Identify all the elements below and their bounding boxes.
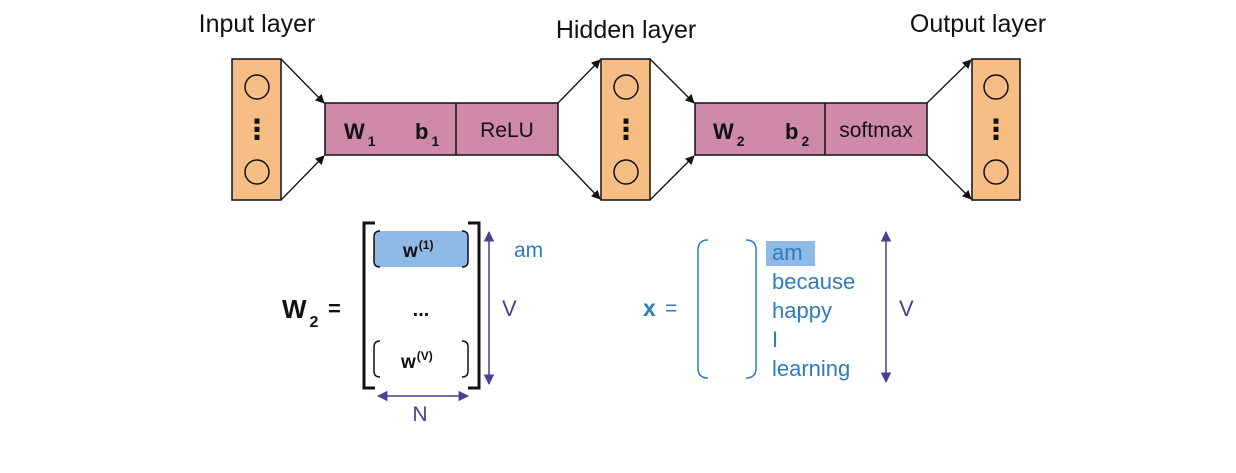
relu-label: ReLU: [480, 119, 534, 142]
input-node-top: [244, 74, 270, 100]
input-layer-label: Input layer: [199, 10, 316, 38]
softmax-label: softmax: [839, 119, 913, 142]
connection-arrows: [280, 58, 972, 201]
w2-matrix-equals: =: [328, 296, 341, 321]
input-node-bottom: [244, 159, 270, 185]
output-node-bottom: [983, 159, 1009, 185]
w2-side-word: am: [514, 239, 543, 262]
x-vector-dim: V: [899, 296, 914, 321]
x-word-item: because: [772, 269, 855, 294]
input-ellipsis: ⋮: [243, 114, 271, 145]
hidden-node-top: [613, 74, 639, 100]
x-vector-equals: =: [665, 297, 677, 320]
hidden-layer-label: Hidden layer: [556, 16, 696, 44]
x-word-item: learning: [772, 356, 850, 381]
w2-row-last: w(V): [400, 349, 433, 373]
hidden-node-bottom: [613, 159, 639, 185]
x-right-bracket: [745, 239, 757, 379]
output-layer-label: Output layer: [910, 10, 1046, 38]
hidden-layer: ⋮: [600, 58, 651, 201]
w2-row-first: w(1): [402, 238, 433, 262]
x-left-bracket: [697, 239, 709, 379]
w2-row-dots: ...: [413, 299, 430, 321]
x-vector-lhs: x: [643, 295, 656, 321]
output-layer: ⋮: [971, 58, 1021, 201]
x-word-item: happy: [772, 298, 832, 323]
input-layer: ⋮: [231, 58, 282, 201]
x-word-item: I: [772, 327, 778, 352]
w2-side-dim: V: [502, 296, 517, 321]
x-word-item: am: [772, 240, 803, 265]
output-node-top: [983, 74, 1009, 100]
x-word-highlight: [766, 241, 815, 266]
output-ellipsis: ⋮: [982, 114, 1010, 145]
w2-bottom-dim: N: [412, 403, 427, 426]
w2-right-bracket: [468, 221, 481, 390]
w2-left-bracket: [362, 221, 375, 390]
w2-first-row-highlight: [374, 231, 468, 267]
hidden-ellipsis: ⋮: [612, 114, 640, 145]
